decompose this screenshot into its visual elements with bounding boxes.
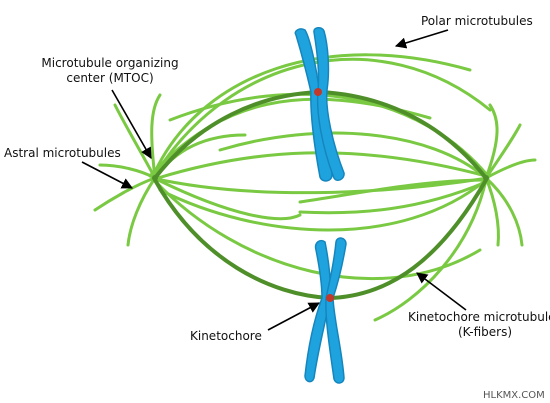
label-mtoc-line1: Microtubule organizing <box>41 56 179 70</box>
mtoc-right <box>483 175 489 181</box>
label-astral-microtubules: Astral microtubules <box>4 146 121 160</box>
label-mtoc: Microtubule organizing center (MTOC) <box>35 56 185 86</box>
kinetochore-lower <box>326 294 334 302</box>
arrow-astral <box>81 161 133 189</box>
astral-microtubules-right <box>484 103 537 247</box>
mtoc-left <box>152 175 158 181</box>
kinetochore-microtubules <box>153 90 488 300</box>
watermark: HLKMX.COM <box>483 390 545 401</box>
kinetochore-upper <box>314 88 322 96</box>
chromosome-lower <box>304 237 347 384</box>
astral-microtubules-left <box>93 93 247 247</box>
arrow-polar <box>394 29 449 49</box>
pointer-arrows <box>81 29 467 331</box>
label-kfibers-line1: Kinetochore microtubules <box>408 310 550 324</box>
polar-microtubules <box>148 53 492 322</box>
label-polar-microtubules: Polar microtubules <box>421 14 533 28</box>
label-kinetochore-microtubules: Kinetochore microtubules (K-fibers) <box>408 310 550 340</box>
arrow-kfibers <box>416 272 467 311</box>
label-kfibers-line2: (K-fibers) <box>458 325 513 339</box>
chromosome-upper <box>294 27 345 182</box>
arrow-mtoc <box>111 89 152 159</box>
arrow-kinetochore <box>267 302 320 331</box>
label-kinetochore: Kinetochore <box>190 329 262 343</box>
label-mtoc-line2: center (MTOC) <box>66 71 154 85</box>
